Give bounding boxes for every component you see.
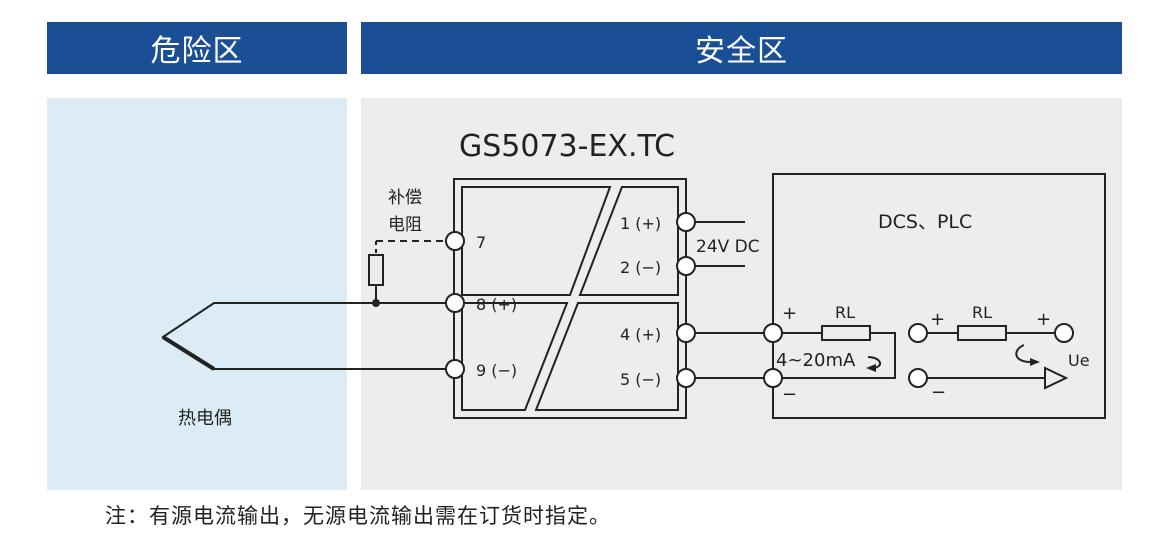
current-arrow-head	[866, 364, 876, 372]
terminal-5-label: 5 (−)	[620, 370, 661, 389]
compensation-label-1: 补偿	[388, 188, 422, 208]
ue-plus-sign: +	[1036, 309, 1051, 330]
thermocouple-junction	[161, 335, 216, 371]
load-resistor-label-passive: RL	[972, 303, 992, 322]
dcs-title: DCS、PLC	[878, 211, 972, 233]
dcs-plc-box	[772, 173, 1106, 419]
compensation-label-2: 电阻	[388, 215, 422, 235]
terminal-9-label: 9 (−)	[476, 361, 517, 380]
terminal-7	[445, 231, 465, 251]
isolator-power-section	[578, 186, 679, 296]
terminal-4	[676, 323, 696, 343]
voltage-arc-head	[1030, 358, 1040, 366]
hazard-zone-banner: 危险区	[47, 22, 347, 74]
isolator-input-section	[461, 186, 612, 296]
current-arrow-arc	[867, 356, 882, 369]
terminal-1-label: 1 (+)	[620, 214, 661, 233]
passive-minus-sign: −	[931, 382, 946, 403]
terminal-2	[676, 256, 696, 276]
passive-terminal-minus	[908, 368, 928, 388]
device-model: GS5073-EX.TC	[459, 129, 675, 164]
power-label: 24V DC	[696, 237, 760, 257]
hazard-zone-area	[47, 98, 347, 490]
terminal-5	[676, 368, 696, 388]
thermocouple-label: 热电偶	[178, 408, 232, 429]
current-range-label: 4~20mA	[776, 350, 856, 371]
loop-wire-b	[780, 332, 896, 379]
voltage-arrow	[1044, 366, 1069, 390]
terminal-9	[445, 359, 465, 379]
terminal-2-label: 2 (−)	[620, 258, 661, 277]
passive-plus-sign: +	[930, 309, 945, 330]
dcs-terminal-plus	[763, 323, 783, 343]
load-resistor-label-active: RL	[835, 303, 855, 322]
passive-terminal-plus	[908, 323, 928, 343]
terminal-8	[445, 293, 465, 313]
ue-terminal-plus	[1054, 323, 1074, 343]
safe-zone-banner: 安全区	[361, 22, 1122, 74]
dcs-minus-sign: −	[782, 384, 797, 405]
voltage-arrow-arc	[1015, 344, 1031, 363]
terminal-1	[676, 212, 696, 232]
footnote: 注：有源电流输出，无源电流输出需在订货时指定。	[105, 504, 611, 528]
terminal-7-label: 7	[476, 233, 486, 252]
dcs-plus-sign: +	[782, 303, 797, 324]
junction-dot	[372, 299, 380, 307]
dcs-terminal-minus	[763, 368, 783, 388]
terminal-8-label: 8 (+)	[476, 295, 517, 314]
voltage-label: Ue	[1068, 351, 1090, 370]
isolator-output-section	[534, 302, 679, 411]
terminal-4-label: 4 (+)	[620, 325, 661, 344]
